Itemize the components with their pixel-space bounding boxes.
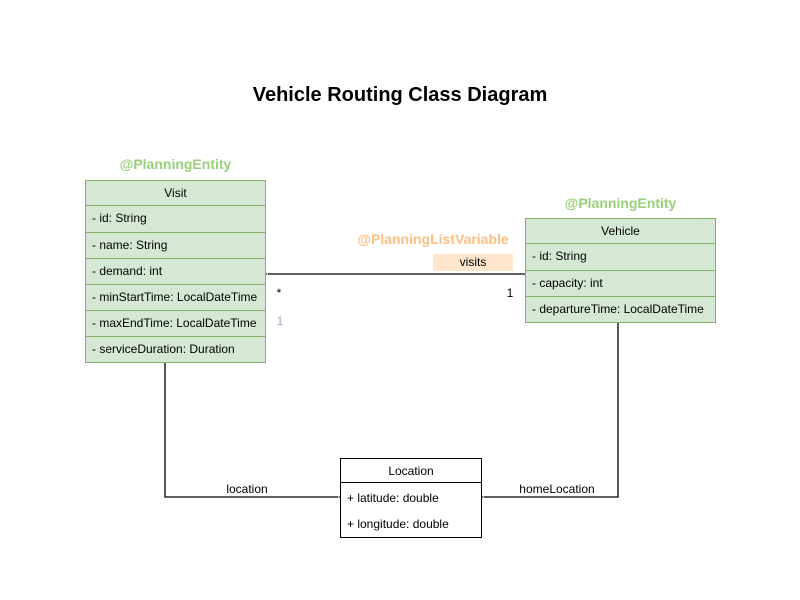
class-location[interactable]: Location + latitude: double + longitude:… — [340, 458, 482, 538]
class-visit-attribute: - name: String — [86, 232, 265, 258]
class-vehicle[interactable]: Vehicle - id: String - capacity: int - d… — [525, 218, 716, 323]
class-visit-attribute: - demand: int — [86, 258, 265, 284]
class-vehicle-attribute: - id: String — [532, 249, 587, 263]
class-location-attribute: + longitude: double — [347, 517, 449, 531]
multiplicity-visits-secondary: 1 — [276, 314, 284, 328]
annotation-planning-entity-visit: @PlanningEntity — [119, 156, 232, 172]
class-vehicle-title: Vehicle — [526, 219, 715, 244]
class-location-title: Location — [341, 459, 481, 483]
class-visit[interactable]: Visit - id: String - name: String - dema… — [85, 180, 266, 363]
class-vehicle-attribute: - departureTime: LocalDateTime — [526, 296, 715, 322]
label-visits[interactable]: visits — [433, 254, 513, 271]
class-vehicle-attribute: - capacity: int — [526, 270, 715, 296]
label-location: location — [226, 482, 268, 496]
multiplicity-visits-source: 1 — [506, 286, 514, 300]
class-location-attribute: + latitude: double — [347, 491, 439, 505]
edge-location — [164, 362, 350, 502]
annotation-planning-entity-vehicle: @PlanningEntity — [564, 195, 677, 211]
class-visit-attribute: - maxEndTime: LocalDateTime — [86, 310, 265, 336]
edge-home-location — [472, 322, 619, 502]
class-visit-attribute: - id: String — [92, 211, 147, 225]
class-visit-attribute: - serviceDuration: Duration — [86, 336, 265, 362]
label-home-location: homeLocation — [519, 482, 595, 496]
multiplicity-visits-target: * — [276, 286, 282, 300]
class-visit-attribute: - minStartTime: LocalDateTime — [86, 284, 265, 310]
annotation-planning-list-variable: @PlanningListVariable — [357, 231, 509, 247]
class-visit-title: Visit — [86, 181, 265, 206]
page-title: Vehicle Routing Class Diagram — [252, 84, 548, 106]
